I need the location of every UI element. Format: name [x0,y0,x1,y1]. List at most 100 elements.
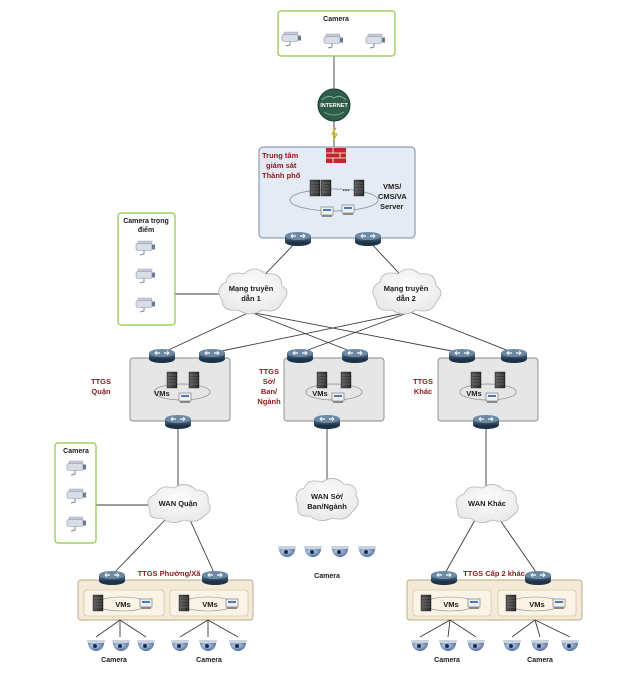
server-rack-icon [188,371,200,389]
city-server-label-1: VMS/ [383,182,402,191]
level2-group: TTGS Cấp 2 khác VMs VMs [406,569,583,621]
city-center-title-2: giám sát [266,161,297,170]
district-camera-label: Camera [63,448,89,455]
server-rack-icon [420,594,432,612]
ttgs-so-frame [283,357,385,422]
server-rack-icon [470,371,482,389]
key-camera-group: Camera trọng điểm [117,212,176,326]
router-icon [430,570,458,586]
dome-camera-icon [531,640,549,651]
router-icon [98,570,126,586]
router-icon [500,348,528,364]
router-icon [524,570,552,586]
router-icon [198,348,226,364]
ttgs-khac: VMs [437,348,539,430]
server-rack-icon [316,371,328,389]
dome-camera-icon [87,640,105,651]
dome-camera-icon [278,546,296,557]
ttgs-quan: VMs [129,348,231,430]
top-camera-frame [277,10,396,57]
network1-label-1: Mạng truyền [229,284,274,293]
so-camera-group: Camera [278,546,376,580]
router-icon [286,348,314,364]
level2-vms-2: VMs [529,600,544,609]
router-icon [354,231,382,247]
ward-vms-2: VMs [202,600,217,609]
network-cloud-2: Mạng truyền dẫn 2 [372,268,442,315]
workstation-icon [341,204,355,216]
router-icon [341,348,369,364]
server-rack-icon [320,179,332,197]
bottom-camera-group-1: Camera [87,640,155,664]
dome-camera-icon [503,640,521,651]
server-rack-icon [309,179,321,197]
workstation-icon [331,392,345,404]
city-center-title-1: Trung tâm [262,151,299,160]
wan-so-label-2: Ban/Ngành [307,502,347,511]
router-icon [284,231,312,247]
city-center-dots: ... [343,184,350,193]
cloud-shape [372,268,442,315]
router-icon [164,414,192,430]
ttgs-so-label-1: TTGS [259,367,279,376]
ttgs-khac-label-2: Khác [414,387,432,396]
bottom-links [95,619,571,638]
wan-khac-cloud: WAN Khác [455,484,519,523]
dome-camera-icon [229,640,247,651]
bottom-camera-group-4: Camera [503,640,579,664]
server-rack-icon [178,594,190,612]
ttgs-quan-vms: VMs [154,389,169,398]
workstation-icon [139,598,153,610]
cloud-shape [218,268,288,315]
dome-camera-icon [561,640,579,651]
bottom-camera-group-2: Camera [171,640,247,664]
cloud-shape [295,478,359,521]
lightning-icon [330,127,339,142]
ttgs-quan-frame [129,357,231,422]
city-server-label-3: Server [380,202,403,211]
internet-node: INTERNET [317,88,351,142]
ttgs-khac-label-1: TTGS [413,377,433,386]
ttgs-so: VMs [283,348,385,430]
dome-camera-icon [331,546,349,557]
ward-label: TTGS Phường/Xã [138,569,202,578]
wan-so-label-1: WAN Sở/ [311,492,344,501]
city-center: Trung tâm giám sát Thành phố ... VMS/ CM… [258,146,416,247]
so-camera-label: Camera [314,573,340,580]
bottom-camera-group-3: Camera [411,640,485,664]
top-camera-label: Camera [323,16,349,23]
ward-group: TTGS Phường/Xã VMs VMs [77,569,254,621]
server-rack-icon [353,179,365,197]
wan-quan-cloud: WAN Quận [147,484,211,523]
ttgs-khac-vms: VMs [466,389,481,398]
server-rack-icon [494,371,506,389]
city-server-label-2: CMS/VA [378,192,407,201]
server-rack-icon [505,594,517,612]
bottom-camera-label-4: Camera [527,657,553,664]
level2-label: TTGS Cấp 2 khác [463,569,525,578]
wan-khac-label: WAN Khác [468,499,506,508]
bottom-camera-label-2: Camera [196,657,222,664]
dome-camera-icon [304,546,322,557]
ttgs-so-label-4: Ngành [257,397,281,406]
server-rack-icon [340,371,352,389]
firewall-icon [326,148,346,163]
dome-camera-icon [137,640,155,651]
ttgs-so-label-3: Ban/ [261,387,278,396]
ttgs-so-label-2: Sở/ [263,377,276,386]
network2-label-2: dẫn 2 [396,294,416,303]
dome-camera-icon [171,640,189,651]
connection-lines [95,55,539,576]
dome-camera-icon [112,640,130,651]
workstation-icon [320,206,334,218]
network2-label-1: Mạng truyền [384,284,429,293]
cloud-shape [147,484,211,523]
city-center-frame [258,146,416,239]
router-icon [472,414,500,430]
dome-camera-icon [439,640,457,651]
key-camera-title-1: Camera trọng [123,218,169,225]
network1-label-2: dẫn 1 [241,294,261,303]
top-camera-group: Camera [277,10,396,57]
server-rack-icon [92,594,104,612]
